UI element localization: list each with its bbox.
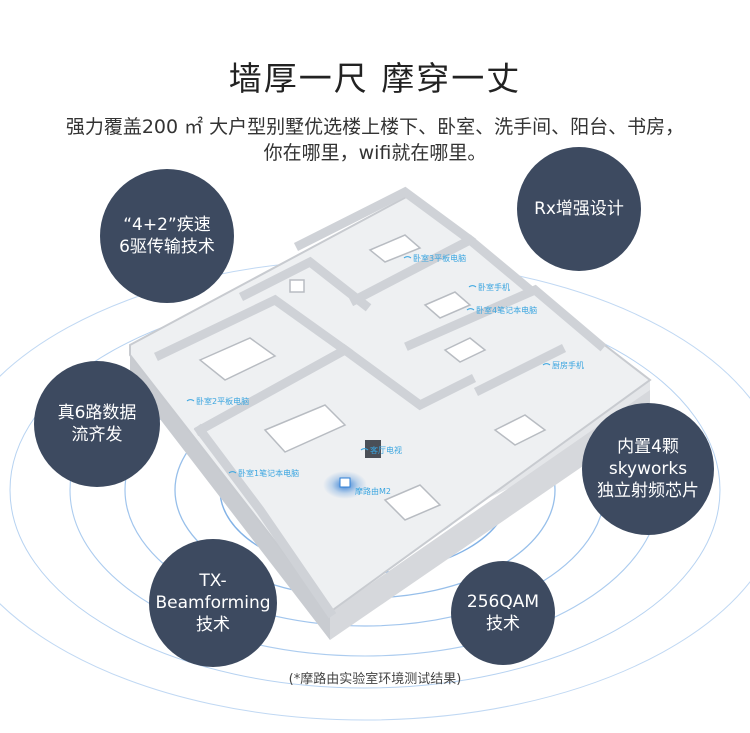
- page-title: 墙厚一尺 摩穿一丈: [228, 59, 522, 98]
- room-label: 卧室4笔记本电脑: [476, 305, 537, 315]
- feature-text: 真6路数据: [57, 403, 137, 423]
- feature-bubble-6-path: 真6路数据 流齐发: [35, 362, 159, 486]
- feature-text: 6驱传输技术: [119, 237, 215, 257]
- room-label: 卧室手机: [478, 282, 510, 292]
- feature-text: Beamforming: [155, 593, 271, 613]
- router-device: [339, 477, 351, 488]
- footnote: (*摩路由实验室环境测试结果): [288, 672, 462, 687]
- room-label: 卧室3平板电脑: [413, 253, 466, 263]
- room-label: 厨房手机: [552, 360, 584, 370]
- feature-text: 流齐发: [71, 425, 123, 445]
- wifi-icons: [186, 256, 551, 474]
- feature-bubble-256qam: 256QAM 技术: [452, 562, 554, 664]
- feature-text: skyworks: [608, 459, 688, 479]
- floor-plan: [129, 186, 652, 640]
- room-label: 卧室2平板电脑: [196, 396, 249, 406]
- subtitle-line-1: 强力覆盖200 ㎡ 大户型别墅优选楼上楼下、卧室、洗手间、阳台、书房，: [65, 116, 685, 138]
- feature-text: 独立射频芯片: [597, 481, 699, 501]
- feature-bubble-6-drive: “4+2”疾速 6驱传输技术: [101, 170, 233, 302]
- room-label: 客厅电视: [370, 445, 402, 455]
- feature-text: 256QAM: [466, 592, 540, 612]
- subtitle-line-2: 你在哪里，wifi就在哪里。: [263, 142, 487, 164]
- feature-text: TX-: [199, 571, 227, 591]
- feature-text: “4+2”疾速: [123, 215, 211, 235]
- feature-text: 技术: [196, 615, 230, 635]
- feature-bubble-skyworks: 内置4颗 skyworks 独立射频芯片: [583, 404, 713, 534]
- feature-text: 内置4颗: [617, 437, 679, 457]
- feature-text: 技术: [485, 614, 520, 634]
- room-label: 摩路由M2: [355, 486, 391, 496]
- room-label: 卧室1笔记本电脑: [238, 468, 299, 478]
- feature-bubble-rx: Rx增强设计: [518, 148, 640, 270]
- furniture: [198, 234, 547, 521]
- room-labels: 卧室3平板电脑 卧室手机 卧室4笔记本电脑 卧室2平板电脑 厨房手机 客厅电视 …: [196, 253, 584, 496]
- feature-text: Rx增强设计: [534, 199, 624, 219]
- feature-bubble-beamforming: TX- Beamforming 技术: [150, 540, 276, 666]
